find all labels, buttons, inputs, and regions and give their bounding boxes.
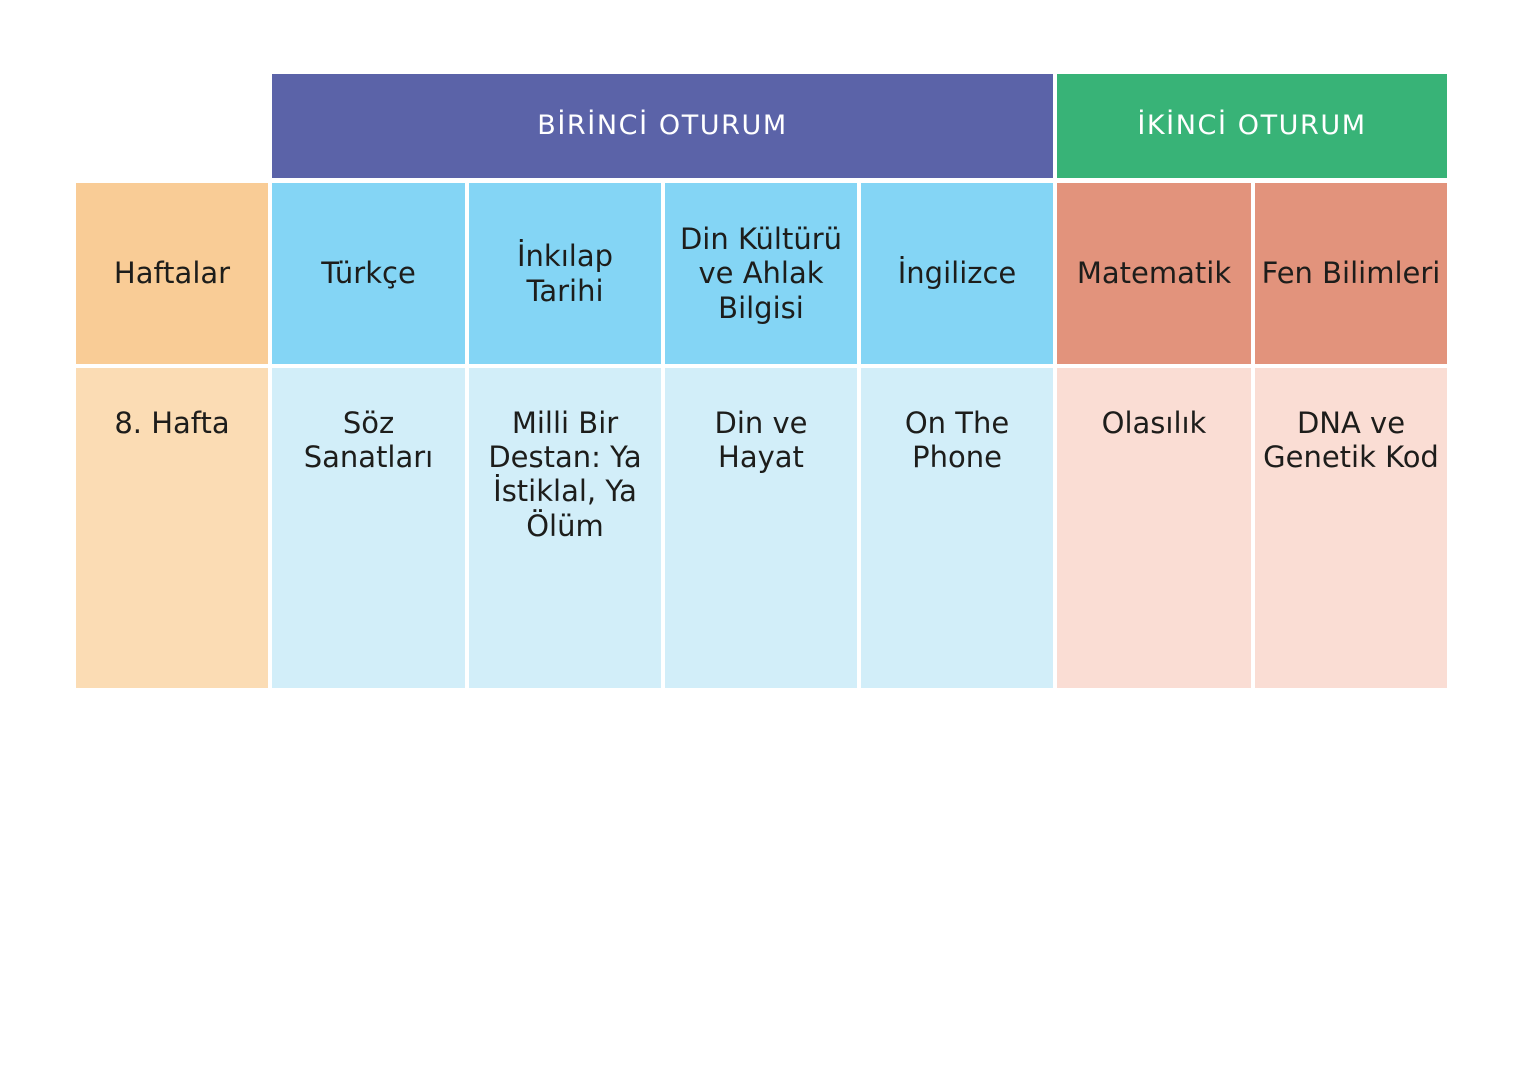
column-header-matematik: Matematik [1057, 183, 1251, 364]
cell-haftalar: 8. Hafta [114, 406, 230, 440]
session-header-birinci-oturum: BİRİNCİ OTURUM [272, 74, 1053, 178]
session-header-ikinci-oturum: İKİNCİ OTURUM [1057, 74, 1447, 178]
table-row: Din ve Hayat [665, 368, 857, 688]
table-row: On The Phone [861, 368, 1053, 688]
column-header-din-kulturu-ve-ahlak-bilgisi: Din Kültürü ve Ahlak Bilgisi [665, 183, 857, 364]
cell-ingilizce: On The Phone [904, 406, 1010, 475]
schedule-table: BİRİNCİ OTURUM İKİNCİ OTURUM Haftalar Tü… [76, 74, 1447, 688]
cell-din-kulturu: Din ve Hayat [714, 406, 808, 475]
column-header-fen-bilimleri: Fen Bilimleri [1255, 183, 1447, 364]
table-row-week-label: 8. Hafta [76, 368, 268, 688]
column-header-haftalar: Haftalar [76, 183, 268, 364]
cell-inkilap-tarihi: Milli Bir Destan: Ya İstiklal, Ya Ölüm [488, 406, 642, 543]
column-header-turkce: Türkçe [272, 183, 465, 364]
cell-turkce: Söz Sanatları [303, 406, 434, 475]
column-header-inkilap-tarihi: İnkılap Tarihi [469, 183, 661, 364]
cell-matematik: Olasılık [1101, 406, 1207, 440]
table-row: Söz Sanatları [272, 368, 465, 688]
table-row: Milli Bir Destan: Ya İstiklal, Ya Ölüm [469, 368, 661, 688]
column-header-ingilizce: İngilizce [861, 183, 1053, 364]
table-row: Olasılık [1057, 368, 1251, 688]
table-row: DNA ve Genetik Kod [1255, 368, 1447, 688]
cell-fen-bilimleri: DNA ve Genetik Kod [1263, 406, 1439, 475]
